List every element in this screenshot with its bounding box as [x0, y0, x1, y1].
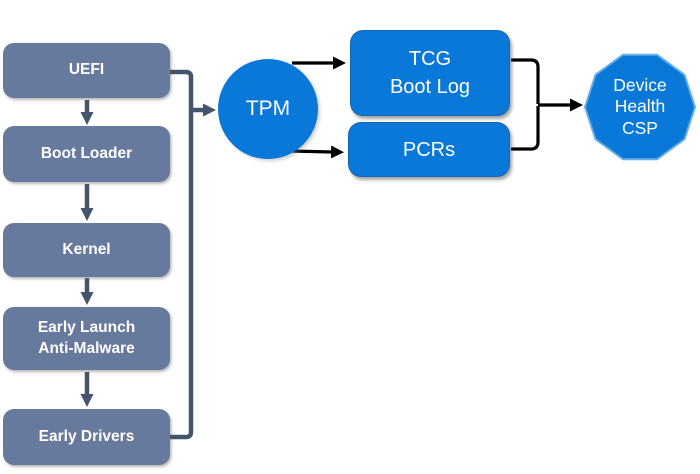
arrow-tpm-to-pcrs [289, 145, 344, 159]
connector-pcrs-merge [511, 106, 540, 151]
pcrs-node: PCRs [348, 122, 510, 177]
rail-uefi-earlydrivers [168, 69, 194, 440]
device-health-csp-shape [583, 53, 697, 161]
device-health-csp-label: Device Health CSP [613, 74, 667, 138]
tcg-boot-log-node: TCG Boot Log [350, 30, 510, 116]
connector-tcgbootlog-merge [511, 58, 540, 104]
uefi-node: UEFI [3, 43, 170, 98]
boot-loader-node: Boot Loader [3, 126, 170, 182]
tpm-node: TPM [218, 59, 318, 159]
kernel-node: Kernel [3, 223, 170, 277]
early-drivers-node: Early Drivers [3, 409, 170, 465]
early-launch-anti-malware-node: Early Launch Anti-Malware [3, 307, 170, 370]
